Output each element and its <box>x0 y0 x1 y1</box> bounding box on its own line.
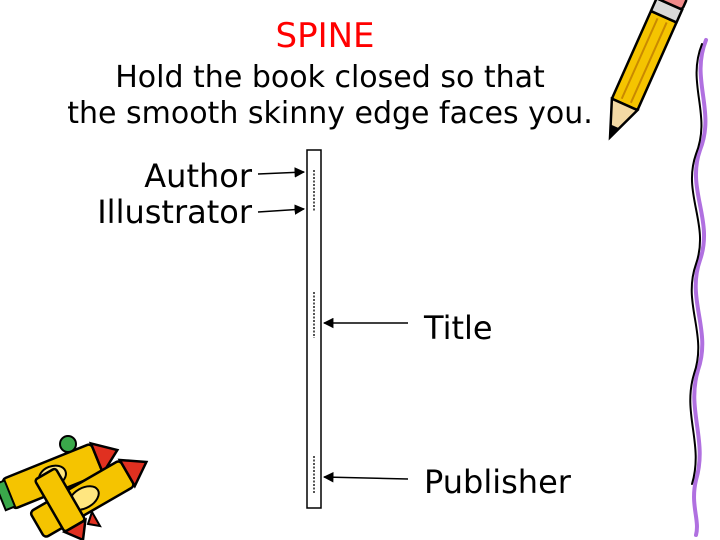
pencil-clipart-icon <box>608 0 688 141</box>
slide-subtitle: Hold the book closed so that the smooth … <box>40 60 620 132</box>
author-label: Author <box>144 157 252 195</box>
book-spine <box>306 149 322 509</box>
squiggle-line <box>692 38 708 537</box>
author-arrow <box>257 167 306 178</box>
slide-title: SPINE <box>275 16 375 56</box>
illustrator-arrow <box>257 204 306 215</box>
illustrator-label: Illustrator <box>97 193 252 231</box>
publisher-arrow <box>322 471 409 483</box>
crayons-clipart-icon <box>0 435 149 540</box>
publisher-label: Publisher <box>424 463 571 501</box>
subtitle-line-2: the smooth skinny edge faces you. <box>67 96 593 131</box>
title-label: Title <box>424 309 493 347</box>
subtitle-line-1: Hold the book closed so that <box>115 60 545 95</box>
